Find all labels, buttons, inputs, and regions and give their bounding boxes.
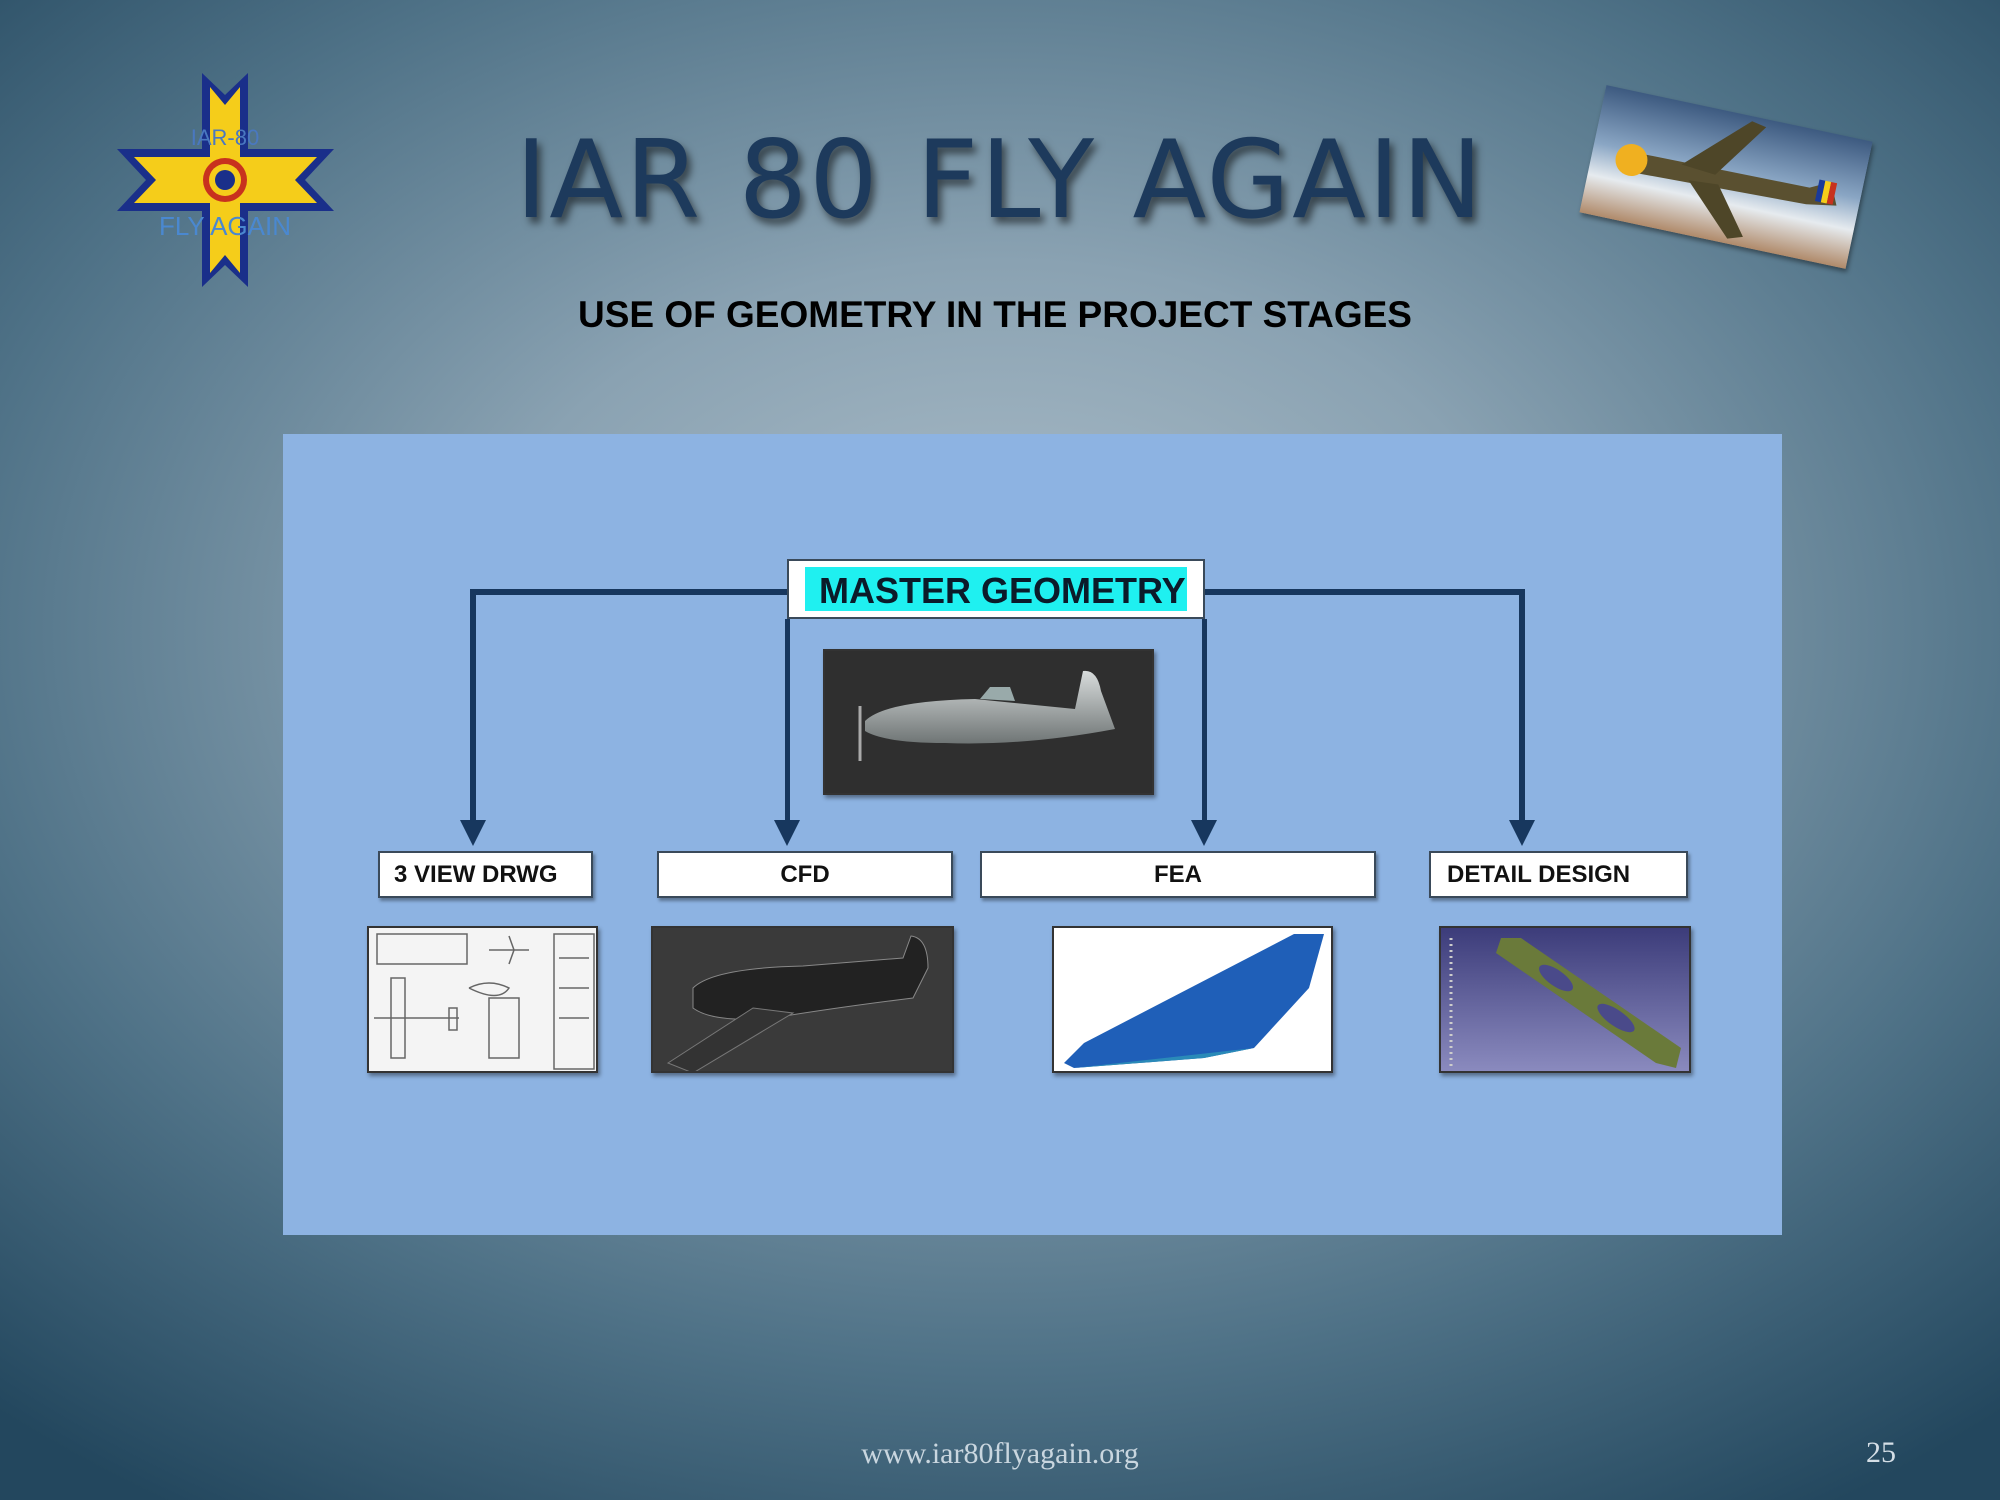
stage-label-fea: FEA [980, 851, 1376, 898]
logo: IAR-80 FLY AGAIN [117, 73, 334, 287]
connector-top-left [470, 589, 790, 595]
master-geometry-image [823, 649, 1154, 795]
detail-design-image [1439, 926, 1691, 1073]
subtitle: USE OF GEOMETRY IN THE PROJECT STAGES [578, 294, 1412, 335]
connector-left [470, 589, 476, 821]
svg-text:IAR-80: IAR-80 [191, 125, 259, 150]
connector-right [1519, 589, 1525, 821]
mesh-airplane-icon [666, 935, 929, 1071]
connector-cfd [785, 619, 790, 821]
arrow-down-icon [1509, 820, 1535, 846]
technical-drawing-icon [374, 933, 595, 1070]
connector-fea [1202, 619, 1207, 821]
connector-top-right [1203, 589, 1525, 595]
arrow-down-icon [774, 820, 800, 846]
page-title: IAR 80 FLY AGAIN [515, 118, 1485, 243]
master-geometry-label: MASTER GEOMETRY [805, 567, 1187, 611]
page-number: 25 [1866, 1436, 1896, 1469]
arrow-down-icon [1191, 820, 1217, 846]
arrow-down-icon [460, 820, 486, 846]
cfd-mesh-image [651, 926, 954, 1073]
footer-url[interactable]: www.iar80flyagain.org [861, 1437, 1139, 1470]
stage-label-text: FEA [1154, 860, 1202, 888]
stage-label-detail-design: DETAIL DESIGN [1429, 851, 1688, 898]
fighter-plane-icon [1615, 121, 1838, 239]
logo-cross-icon: IAR-80 FLY AGAIN [117, 73, 334, 287]
stage-label-text: 3 VIEW DRWG [394, 860, 558, 888]
three-view-drawing-image [367, 926, 598, 1073]
aircraft-photo [1579, 85, 1873, 269]
cad-part-icon [1449, 938, 1681, 1068]
wing-mesh-icon [1064, 934, 1324, 1068]
airplane-model-icon [858, 670, 1115, 761]
stage-label-text: DETAIL DESIGN [1447, 860, 1631, 888]
svg-text:FLY AGAIN: FLY AGAIN [159, 211, 291, 241]
stage-label-3-view-drwg: 3 VIEW DRWG [378, 851, 593, 898]
diagram-panel [283, 434, 1782, 1235]
master-geometry-box: MASTER GEOMETRY [787, 559, 1205, 619]
stage-label-cfd: CFD [657, 851, 953, 898]
fea-wing-image [1052, 926, 1333, 1073]
stage-label-text: CFD [780, 860, 830, 888]
